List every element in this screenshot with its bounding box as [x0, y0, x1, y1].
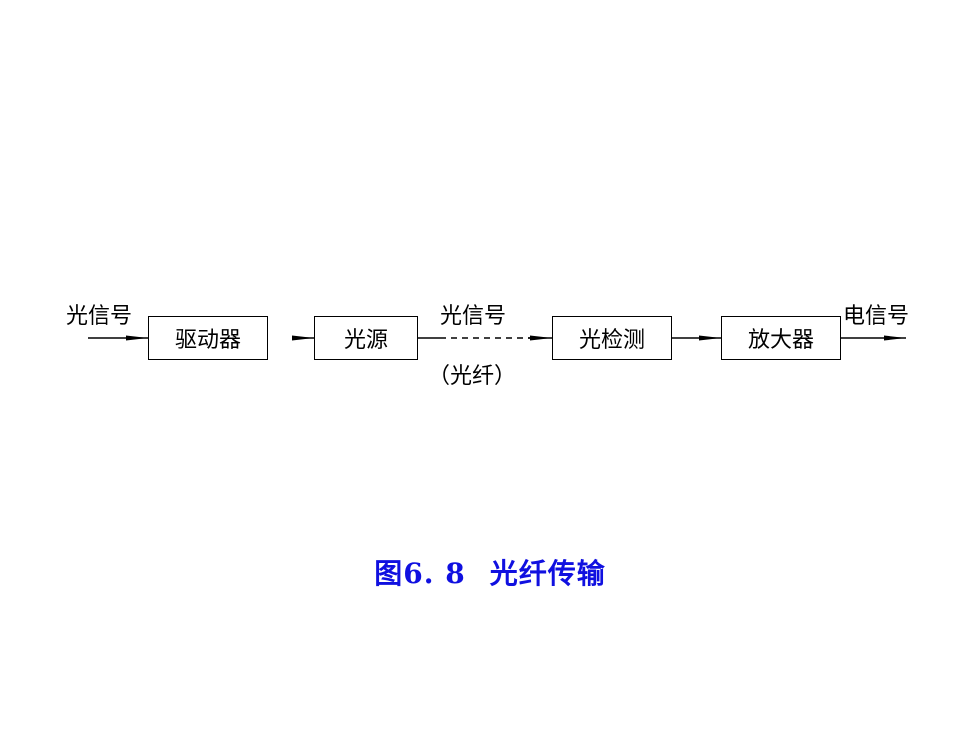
output-signal-label: 电信号: [843, 304, 910, 329]
detector-block: 光检测: [552, 316, 672, 360]
amplifier-block-label: 放大器: [747, 328, 814, 353]
amplifier-block: 放大器: [721, 316, 841, 360]
figure-title: 光纤传输: [489, 557, 606, 590]
channel-signal-label: 光信号: [440, 304, 507, 329]
driver-block: 驱动器: [148, 316, 268, 360]
channel-fiber-label: （光纤）: [428, 364, 517, 389]
figure-number: 图6. 8: [374, 557, 466, 590]
figure-caption: 图6. 8 光纤传输: [0, 552, 980, 592]
detector-block-label: 光检测: [578, 328, 645, 353]
light-source-block: 光源: [314, 316, 418, 360]
input-signal-label: 光信号: [66, 304, 133, 329]
driver-block-label: 驱动器: [174, 328, 241, 353]
light-source-block-label: 光源: [343, 328, 388, 353]
